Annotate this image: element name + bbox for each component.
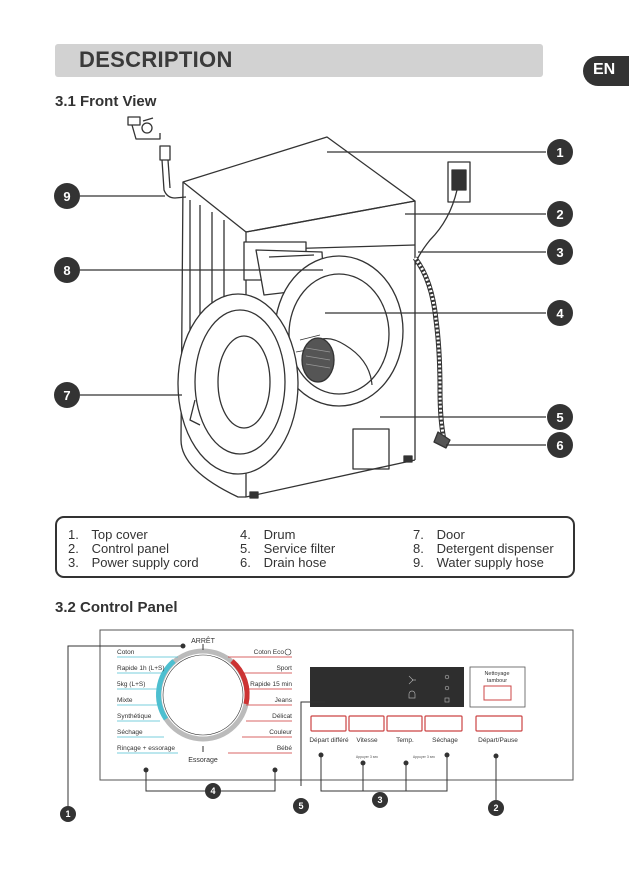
svg-text:5: 5 [556, 410, 563, 425]
legend-item: 4. Drum [240, 527, 296, 542]
control-panel-heading: 3.2 Control Panel [55, 599, 178, 616]
temperature-label: Temp. [396, 737, 414, 744]
legend-item: 3. Power supply cord [68, 555, 199, 570]
water-tap-icon [127, 116, 187, 199]
language-code: EN [593, 61, 616, 78]
dial-spin-label: Essorage [188, 757, 218, 764]
callout-4 [547, 300, 573, 326]
control-panel-illustration: ARRÊT Essorage Coton Rapide 1h (L+S) 5kg… [60, 629, 574, 822]
svg-text:2: 2 [493, 803, 498, 813]
speed-button [348, 715, 385, 732]
program-sechage: Séchage [117, 729, 143, 736]
speed-hint: Appuyer 3 sec [356, 755, 379, 759]
callout-9 [54, 183, 80, 209]
section-banner: DESCRIPTION [55, 44, 543, 77]
program-5kg: 5kg (L+S) [117, 681, 145, 688]
start-pause-label: Départ/Pause [478, 737, 518, 744]
program-delicat: Délicat [272, 713, 292, 720]
program-bebe: Bébé [277, 745, 293, 752]
callout-2 [547, 201, 573, 227]
panel-callout-5 [293, 798, 309, 814]
callout-8 [54, 257, 80, 283]
delay-start-button [310, 715, 347, 732]
drying-button [424, 715, 463, 732]
svg-text:6: 6 [556, 438, 563, 453]
callout-6 [547, 432, 573, 458]
svg-text:2: 2 [556, 207, 563, 222]
svg-text:7: 7 [63, 388, 70, 403]
program-rapide-1h: Rapide 1h (L+S) [117, 665, 165, 672]
svg-text:4: 4 [210, 786, 215, 796]
start-pause-button [475, 715, 523, 732]
svg-text:8: 8 [63, 263, 70, 278]
legend-column-1: 1. Top cover 2. Control panel 3. Power s… [68, 528, 199, 570]
legend-item: 9. Water supply hose [413, 555, 544, 570]
washer-front-view-illustration: 1 2 3 4 5 6 7 8 9 [54, 116, 573, 499]
callout-7 [54, 382, 80, 408]
legend-item: 5. Service filter [240, 541, 336, 556]
display-indicator-icons [408, 674, 450, 703]
callout-3 [547, 239, 573, 265]
program-sport: Sport [276, 665, 292, 672]
temp-hint: Appuyer 3 sec [413, 755, 436, 759]
program-coton-eco: Coton Eco [254, 649, 285, 656]
dial-off-label: ARRÊT [191, 636, 215, 645]
svg-text:1: 1 [556, 145, 563, 160]
svg-text:1: 1 [65, 809, 70, 819]
panel-callout-2 [488, 800, 504, 816]
display-screen [310, 667, 464, 707]
svg-text:3: 3 [377, 795, 382, 805]
legend-column-3: 7. Door 8. Detergent dispenser 9. Water … [413, 528, 554, 570]
speed-label: Vitesse [356, 737, 378, 744]
legend-column-2: 4. Drum 5. Service filter 6. Drain hose [240, 528, 335, 570]
legend-item: 6. Drain hose [240, 555, 327, 570]
front-view-heading: 3.1 Front View [55, 93, 157, 110]
program-coton: Coton [117, 649, 135, 656]
filter-panel [352, 428, 390, 470]
parts-legend: 1. Top cover 2. Control panel 3. Power s… [55, 516, 575, 578]
program-rincage: Rinçage + essorage [117, 745, 175, 752]
drum-opening [274, 255, 404, 407]
temperature-button [386, 715, 423, 732]
svg-text:9: 9 [63, 189, 70, 204]
program-synthetique: Synthétique [117, 713, 152, 720]
drying-label: Séchage [432, 737, 458, 744]
callout-5 [547, 404, 573, 430]
legend-item: 8. Detergent dispenser [413, 541, 554, 556]
panel-callout-4 [205, 783, 221, 799]
legend-item: 2. Control panel [68, 541, 169, 556]
svg-text:5: 5 [298, 801, 303, 811]
program-rapide-15: Rapide 15 min [250, 681, 292, 688]
program-mixte: Mixte [117, 697, 133, 704]
open-door [177, 293, 299, 475]
language-tab: EN [583, 56, 629, 86]
legend-item: 7. Door [413, 527, 465, 542]
svg-text:4: 4 [556, 306, 564, 321]
panel-callout-3 [372, 792, 388, 808]
program-couleur: Couleur [269, 729, 293, 736]
page-title: DESCRIPTION [79, 47, 233, 72]
legend-item: 1. Top cover [68, 527, 148, 542]
program-dial [156, 644, 250, 742]
drain-hose [412, 256, 451, 449]
drum-cleaning-button [483, 685, 512, 701]
svg-text:3: 3 [556, 245, 563, 260]
delay-start-label: Départ différé [309, 737, 349, 744]
program-jeans: Jeans [275, 697, 293, 704]
panel-callout-1 [60, 806, 76, 822]
callout-1 [547, 139, 573, 165]
